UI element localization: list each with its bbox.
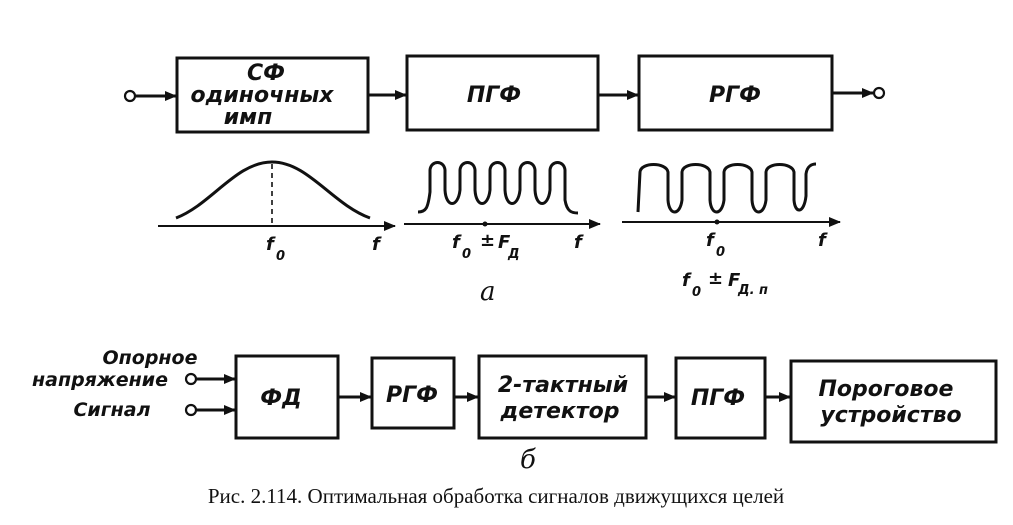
block-rgf-a-label: РГФ (709, 83, 761, 108)
output-terminal-a (872, 86, 886, 100)
figure-caption: Рис. 2.114. Оптимальная обработка сигнал… (208, 484, 784, 508)
graph-3-pm: ± (708, 268, 723, 289)
graph-3-line2-f: f (682, 270, 692, 291)
graph-1-center-sub: 0 (276, 249, 285, 264)
graph-3-center-label: f (706, 230, 716, 251)
graph-2-axis-label: f (574, 232, 584, 253)
graph-3-shift-sub: Д. п (737, 283, 768, 298)
graph-3-comb-passbands (636, 162, 817, 214)
block-threshold-line1: Пороговое (819, 377, 954, 402)
block-detector-line2: детектор (500, 399, 620, 424)
graph-2-center-sub: 0 (462, 247, 471, 262)
input-signal-label: Сигнал (73, 399, 150, 421)
graph-2-center-dot (482, 221, 488, 227)
block-rgf-b-label: РГФ (386, 383, 438, 408)
input-ref-line1: Опорное (103, 347, 198, 369)
block-pgf-a (405, 54, 600, 132)
graph-1-axis-label: f (372, 234, 382, 255)
block-pgf-b-label: ПГФ (691, 386, 745, 411)
graph-3-center-dot (714, 219, 720, 225)
block-pgf-a-label: ПГФ (467, 83, 521, 108)
graph-2-center-label: f (452, 232, 462, 253)
input-ref-line2: напряжение (32, 369, 168, 391)
graph-1-bell-curve (175, 160, 371, 220)
graph-2: f 0 ± F Д f (404, 161, 601, 262)
block-sf-line3: имп (224, 105, 273, 130)
graph-3-center-sub: 0 (716, 245, 725, 260)
graph-3: f 0 f f 0 ± F Д. п (622, 162, 841, 300)
part-a-label: а (480, 277, 496, 307)
block-fd-label: ФД (260, 386, 301, 411)
block-sf-line2: одиночных (191, 83, 335, 108)
graph-2-comb-passbands (417, 161, 579, 215)
chain-b: Опорное напряжение Сигнал ФД РГФ 2-тактн… (32, 347, 998, 444)
graph-2-pm: ± (480, 230, 495, 251)
input-terminal-ref (184, 372, 198, 386)
chain-a: СФ одиночных имп ПГФ РГФ (123, 54, 886, 134)
graph-1: f 0 f (158, 160, 396, 264)
block-threshold-line2: устройство (820, 403, 961, 428)
graph-2-shift-sub: Д (507, 247, 520, 262)
graph-1-center-label: f (266, 234, 276, 255)
graph-3-shift-label: F (728, 270, 741, 291)
block-threshold-device (789, 359, 998, 444)
input-terminal-a (123, 89, 137, 103)
block-rgf-b (370, 356, 456, 430)
graph-2-shift-label: F (498, 232, 511, 253)
block-detector-line1: 2-тактный (498, 373, 628, 398)
block-sf-line1: СФ (247, 61, 285, 86)
graph-3-line2-sub: 0 (692, 285, 701, 300)
input-terminal-signal (184, 403, 198, 417)
part-b-label: б (520, 445, 536, 475)
graph-3-axis-label: f (818, 230, 828, 251)
